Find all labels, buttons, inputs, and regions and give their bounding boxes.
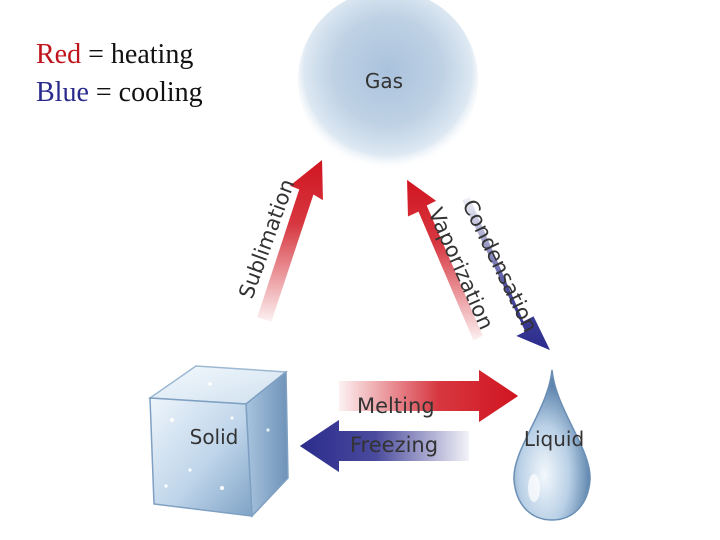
ice-cube-image bbox=[147, 365, 289, 518]
freezing-arrow bbox=[296, 416, 471, 476]
legend-heating: Red = heating bbox=[36, 40, 193, 70]
solid-label: Solid bbox=[190, 425, 239, 449]
water-drop-image bbox=[513, 369, 591, 521]
legend-cooling: Blue = cooling bbox=[36, 78, 203, 108]
legend-heating-text: = heating bbox=[81, 39, 194, 70]
sublimation-arrow bbox=[254, 155, 326, 325]
melting-label: Melting bbox=[357, 394, 435, 418]
condensation-arrow bbox=[459, 194, 555, 354]
legend-blue-key: Blue bbox=[36, 77, 89, 108]
legend-cooling-text: = cooling bbox=[88, 77, 203, 108]
gas-cloud bbox=[298, 0, 478, 170]
vaporization-arrow bbox=[404, 176, 486, 344]
legend-red-key: Red bbox=[36, 39, 82, 70]
freezing-label: Freezing bbox=[350, 433, 438, 457]
liquid-label: Liquid bbox=[524, 427, 584, 451]
melting-arrow bbox=[337, 366, 522, 426]
gas-label: Gas bbox=[365, 69, 403, 93]
